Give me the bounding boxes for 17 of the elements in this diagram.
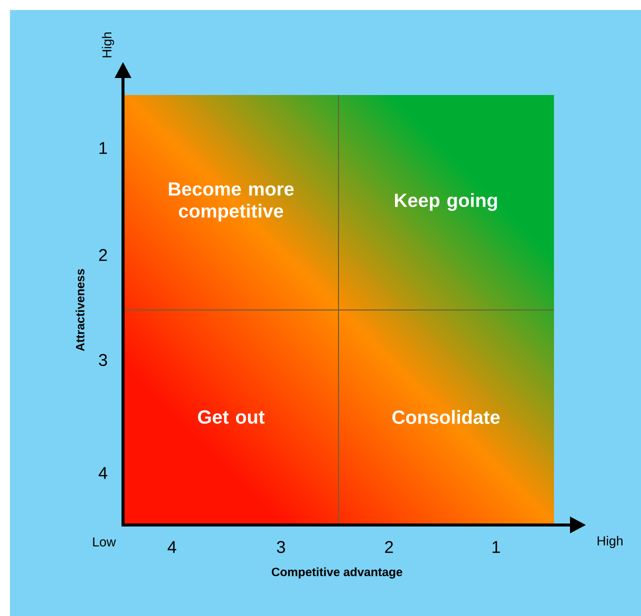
tick-label: 2 xyxy=(99,249,107,261)
tick-label: 1 xyxy=(100,142,107,154)
quadrant: Consolidate xyxy=(392,410,500,424)
axis-end-label: Low xyxy=(93,537,116,547)
axis-title: Attractiveness xyxy=(76,269,84,352)
quadrant: Get out xyxy=(198,410,265,424)
tick-label: 1 xyxy=(492,541,500,553)
tick-label: 3 xyxy=(276,540,285,554)
axis-end-label: High xyxy=(102,32,114,58)
quadrant: Keep going xyxy=(395,193,497,211)
axis-title: Competitive advantage xyxy=(272,567,402,579)
axis-end-label: High xyxy=(598,536,622,548)
tick-label: 2 xyxy=(385,541,393,553)
tick-label: 4 xyxy=(98,467,108,479)
tick-label: 4 xyxy=(168,541,176,553)
tick-label: 3 xyxy=(98,354,107,366)
quadrant: Become more competitive xyxy=(168,182,294,222)
